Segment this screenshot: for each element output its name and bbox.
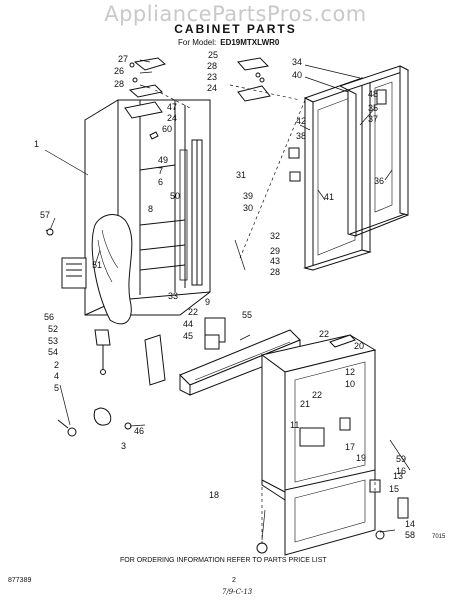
handwritten-note: 7/9-C-13 [222,588,253,596]
part-label-60: 60 [162,124,172,134]
part-label-2: 2 [54,360,59,370]
left-small-parts [45,228,166,437]
guide-lines [154,84,376,545]
part-label-52: 52 [48,324,58,334]
part-label-48: 48 [368,89,378,99]
part-label-4: 4 [54,371,59,381]
part-label-57: 57 [40,210,50,220]
part-label-58: 58 [405,530,415,540]
part-label-59: 59 [396,454,406,464]
part-label-56: 56 [44,312,54,322]
ref-code: 7015 [432,534,446,540]
part-label-42: 42 [296,116,306,126]
part-label-23: 23 [207,72,217,82]
page-number: 2 [232,577,236,584]
part-label-29: 29 [270,246,280,256]
part-label-19: 19 [356,453,366,463]
part-label-49: 49 [158,155,168,165]
part-label-24: 24 [207,83,217,93]
part-label-18: 18 [209,490,219,500]
part-label-8: 8 [148,204,153,214]
model-number: ED19MTXLWR0 [220,38,280,47]
part-label-31: 31 [236,170,246,180]
part-label-28: 28 [114,79,124,89]
part-label-17: 17 [345,442,355,452]
part-label-15: 15 [389,484,399,494]
part-label-25: 25 [208,50,218,60]
part-label-36: 36 [374,176,384,186]
part-label-43: 43 [270,256,280,266]
part-label-45: 45 [183,331,193,341]
part-label-6: 6 [158,177,163,187]
part-label-20: 20 [354,341,364,351]
part-label-51: 51 [92,260,102,270]
part-label-24: 24 [167,113,177,123]
part-label-22: 22 [312,390,322,400]
model-line: For Model:ED19MTXLWR0 [178,38,279,47]
cabinet-body [84,99,211,325]
ordering-note: FOR ORDERING INFORMATION REFER TO PARTS … [120,557,327,564]
part-label-28: 28 [207,61,217,71]
part-label-14: 14 [405,519,415,529]
page-title: CABINET PARTS [174,22,297,36]
part-label-7: 7 [158,166,163,176]
part-label-35: 35 [368,103,378,113]
part-label-32: 32 [270,231,280,241]
part-label-22: 22 [188,307,198,317]
part-label-16: 16 [396,466,406,476]
part-label-40: 40 [292,70,302,80]
leader-lines [44,59,411,541]
part-label-28: 28 [270,267,280,277]
part-label-11: 11 [290,420,299,430]
part-label-47: 47 [167,102,177,112]
part-label-1: 1 [34,139,39,149]
part-label-9: 9 [205,297,210,307]
watermark: AppliancePartsPros.com [104,2,367,26]
part-label-50: 50 [170,191,180,201]
part-label-22: 22 [319,329,329,339]
part-label-53: 53 [48,336,58,346]
doc-number: 877389 [8,577,32,584]
part-label-54: 54 [48,347,58,357]
part-label-21: 21 [300,399,310,409]
part-label-33: 33 [168,291,178,301]
gasket-frames [288,65,410,271]
part-label-27: 27 [118,54,128,64]
part-label-26: 26 [114,66,124,76]
part-label-12: 12 [345,367,355,377]
part-label-13: 13 [393,471,403,481]
part-label-34: 34 [292,57,302,67]
model-label: For Model: [178,38,217,47]
part-label-10: 10 [345,379,355,389]
part-label-39: 39 [243,191,253,201]
part-label-37: 37 [368,114,378,124]
part-label-3: 3 [121,441,126,451]
part-label-38: 38 [296,131,306,141]
part-label-44: 44 [183,319,193,329]
part-label-46: 46 [134,426,144,436]
part-label-41: 41 [324,192,334,202]
part-label-5: 5 [54,383,59,393]
door-assembly [256,334,409,556]
part-label-55: 55 [242,310,252,320]
top-hinge-parts [124,57,271,140]
part-label-30: 30 [243,203,253,213]
